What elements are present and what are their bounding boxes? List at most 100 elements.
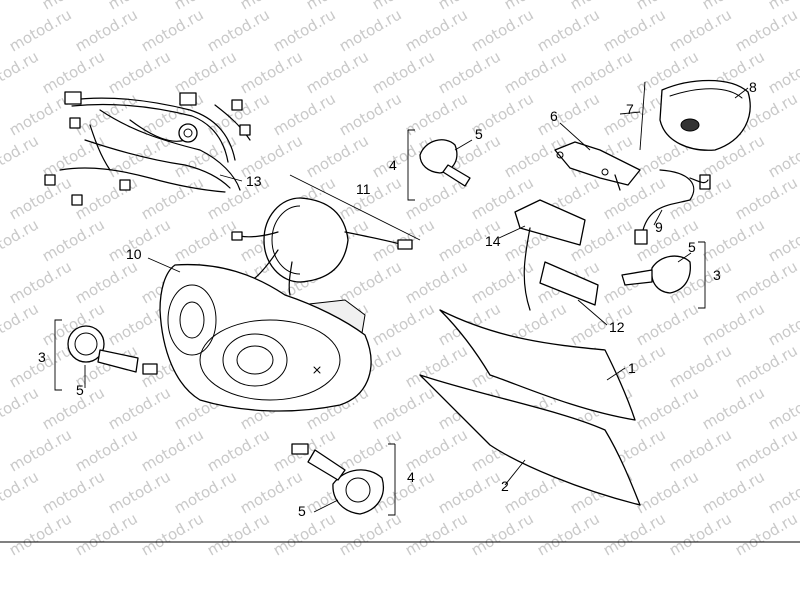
callout-4-bottom: 4 (407, 469, 415, 485)
watermark-text: motod.ru (435, 0, 504, 13)
watermark-text: motod.ru (0, 467, 42, 517)
watermark-text: motod.ru (270, 89, 339, 139)
watermark-text: motod.ru (138, 425, 207, 475)
bracket-line-4-top (407, 129, 415, 201)
callout-3-left: 3 (38, 349, 46, 365)
watermark-text: motod.ru (39, 383, 108, 433)
bracket-line-3-right (698, 241, 706, 309)
watermark-text: motod.ru (204, 5, 273, 55)
watermark-text: motod.ru (369, 299, 438, 349)
watermark-text: motod.ru (765, 299, 800, 349)
watermark-text: motod.ru (600, 89, 669, 139)
watermark-text: motod.ru (435, 47, 504, 97)
cable-9 (634, 169, 711, 245)
watermark-text: motod.ru (138, 173, 207, 223)
callout-14: 14 (485, 233, 501, 249)
watermark-text: motod.ru (171, 215, 240, 265)
watermark-text: motod.ru (303, 0, 372, 13)
callout-12: 12 (609, 319, 625, 335)
watermark-text: motod.ru (633, 467, 702, 517)
watermark-text: motod.ru (666, 509, 735, 559)
callout-1: 1 (628, 360, 636, 376)
watermark-text: motod.ru (105, 47, 174, 97)
watermark-text: motod.ru (699, 215, 768, 265)
watermark-text: motod.ru (270, 5, 339, 55)
watermark-text: motod.ru (336, 5, 405, 55)
watermark-text: motod.ru (39, 131, 108, 181)
watermark-text: motod.ru (369, 47, 438, 97)
callout-4-top: 4 (389, 157, 397, 173)
callout-10: 10 (126, 246, 142, 262)
callout-5-left: 5 (76, 382, 84, 398)
watermark-text: motod.ru (237, 467, 306, 517)
callout-2: 2 (501, 478, 509, 494)
callout-labels: 1 2 3 3 4 4 5 5 5 5 6 7 8 9 10 11 12 13 … (38, 79, 757, 519)
watermark-text: motod.ru (633, 383, 702, 433)
watermark-text: motod.ru (666, 425, 735, 475)
watermark-text: motod.ru (402, 5, 471, 55)
watermark-text: motod.ru (501, 131, 570, 181)
watermark-text: motod.ru (732, 257, 800, 307)
watermark-text: motod.ru (699, 299, 768, 349)
plate-lamp-14 (514, 199, 586, 311)
watermark-text: motod.ru (732, 5, 800, 55)
watermark-text: motod.ru (732, 425, 800, 475)
watermark-text: motod.ru (732, 173, 800, 223)
watermark-text: motod.ru (633, 0, 702, 13)
tail-light-8 (659, 79, 751, 151)
watermark-text: motod.ru (138, 5, 207, 55)
watermark-text: motod.ru (600, 5, 669, 55)
watermark-text: motod.ru (303, 131, 372, 181)
watermark-text: motod.ru (237, 0, 306, 13)
watermark-text: motod.ru (567, 299, 636, 349)
watermark-text: motod.ru (468, 257, 537, 307)
watermark-text: motod.ru (600, 509, 669, 559)
wiring-harness-13 (44, 91, 251, 206)
watermark-text: motod.ru (666, 5, 735, 55)
watermark-text: motod.ru (6, 257, 75, 307)
watermark-text: motod.ru (534, 5, 603, 55)
headlight-assembly-10 (159, 263, 372, 412)
watermark-text: motod.ru (39, 0, 108, 13)
bracket-line-7 (639, 81, 646, 151)
watermark-text: motod.ru (765, 215, 800, 265)
watermark-text: motod.ru (336, 257, 405, 307)
watermark-text: motod.ru (765, 47, 800, 97)
watermark-text: motod.ru (204, 425, 273, 475)
watermark-text: motod.ru (6, 425, 75, 475)
watermark-text: motod.ru (105, 0, 174, 13)
watermark-text: motod.ru (699, 383, 768, 433)
watermark-text: motod.ru (468, 5, 537, 55)
callout-5-right: 5 (688, 239, 696, 255)
watermark-text: motod.ru (39, 215, 108, 265)
watermark-text: motod.ru (534, 89, 603, 139)
watermark-text: motod.ru (666, 341, 735, 391)
watermark-text: motod.ru (765, 131, 800, 181)
bracket-line-3-left (54, 319, 62, 391)
watermark-text: motod.ru (0, 47, 42, 97)
reflector-strip-1 (439, 309, 636, 421)
watermark-text: motod.ru (72, 257, 141, 307)
turn-signal-bottom (291, 443, 384, 515)
watermark-text: motod.ru (336, 425, 405, 475)
watermark-text: motod.ru (567, 47, 636, 97)
watermark-text: motod.ru (237, 47, 306, 97)
watermark-text: motod.ru (0, 0, 42, 13)
watermark-text: motod.ru (765, 467, 800, 517)
watermark-text: motod.ru (402, 425, 471, 475)
watermark-text: motod.ru (0, 383, 42, 433)
watermark-text: motod.ru (171, 0, 240, 13)
watermark-text: motod.ru (0, 131, 42, 181)
watermark-text: motod.ru (732, 509, 800, 559)
leader-lines (84, 87, 749, 513)
bracket-line-11 (289, 174, 421, 241)
watermark-text: motod.ru (765, 383, 800, 433)
watermark-text: motod.ru (699, 467, 768, 517)
callout-9: 9 (655, 219, 663, 235)
callout-5-top: 5 (475, 126, 483, 142)
watermark-text: motod.ru (105, 383, 174, 433)
watermark-text: motod.ru (402, 257, 471, 307)
watermark-text: motod.ru (468, 509, 537, 559)
watermark-text: motod.ru (633, 299, 702, 349)
